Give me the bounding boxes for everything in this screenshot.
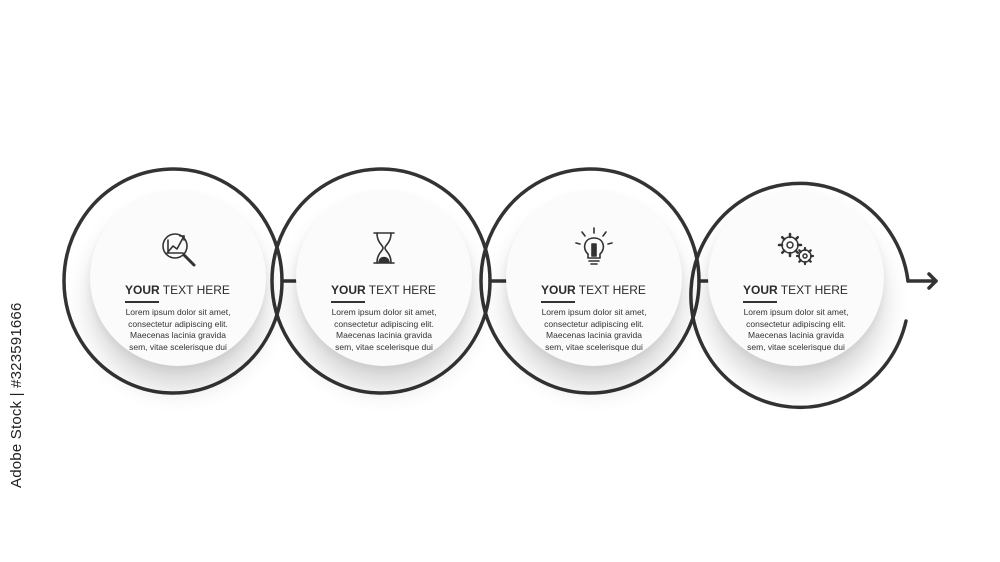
chart-magnifier-icon: [162, 233, 196, 267]
stock-id-label: Adobe Stock | #323591666: [8, 302, 25, 488]
step-title: YOUR TEXT HERE: [125, 283, 230, 297]
ring-2: [270, 167, 492, 395]
step-description: Lorem ipsum dolor sit amet,consectetur a…: [331, 307, 437, 352]
step-1-card: YOUR TEXT HERE Lorem ipsum dolor sit ame…: [90, 190, 266, 366]
step-description: Lorem ipsum dolor sit amet,consectetur a…: [743, 307, 849, 352]
step-title: YOUR TEXT HERE: [541, 283, 646, 297]
gears-icon: [777, 232, 815, 266]
title-underline: [125, 301, 159, 303]
step-title: YOUR TEXT HERE: [743, 283, 848, 297]
lightbulb-icon: [575, 227, 613, 265]
step-2-card: YOUR TEXT HERE Lorem ipsum dolor sit ame…: [296, 190, 472, 366]
title-underline: [743, 301, 777, 303]
step-title: YOUR TEXT HERE: [331, 283, 436, 297]
step-description: Lorem ipsum dolor sit amet,consectetur a…: [541, 307, 647, 352]
ring-1: [62, 167, 284, 395]
ring-3: [479, 167, 701, 395]
title-underline: [541, 301, 575, 303]
step-3-card: YOUR TEXT HERE Lorem ipsum dolor sit ame…: [506, 190, 682, 366]
step-4-card: YOUR TEXT HERE Lorem ipsum dolor sit ame…: [708, 190, 884, 366]
step-description: Lorem ipsum dolor sit amet,consectetur a…: [125, 307, 231, 352]
title-underline: [331, 301, 365, 303]
arrow-head-4: [927, 272, 938, 290]
ring-4-open: [689, 181, 910, 410]
hourglass-icon: [373, 232, 395, 264]
